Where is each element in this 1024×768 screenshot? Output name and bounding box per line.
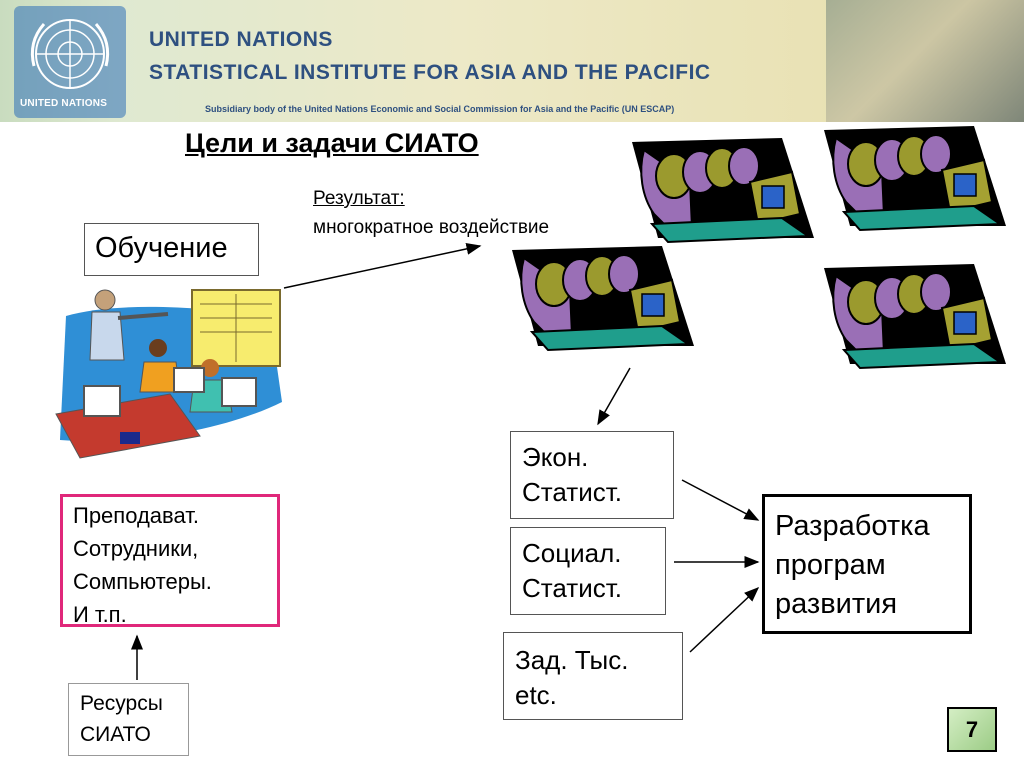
- arrow-result-to-econ: [597, 367, 631, 426]
- header-banner: UNITED NATIONS UNITED NATIONS STATISTICA…: [0, 0, 1024, 122]
- workgroup-clipart-4: [823, 263, 1007, 369]
- econ-line: Экон.: [522, 442, 589, 472]
- un-emblem-icon: [14, 6, 126, 118]
- arrow-training-to-result: [283, 242, 482, 289]
- slide-title: Цели и задачи СИАТО: [185, 128, 479, 158]
- classroom-clipart: [55, 289, 282, 459]
- arrow-econ-to-dev: [681, 479, 760, 521]
- arrow-other-to-dev: [689, 586, 760, 653]
- dev-line: развития: [775, 588, 898, 620]
- social-line: Социал.: [522, 538, 622, 568]
- resources-box: Преподават. Сотрудники, Сомпьютеры. И т.…: [60, 494, 280, 627]
- development-box: Разработка програм развития: [762, 494, 972, 634]
- resources-line: Сотрудники,: [73, 536, 199, 561]
- source-line: СИАТО: [80, 723, 151, 746]
- dev-line: Разработка: [775, 510, 930, 542]
- logo-caption: UNITED NATIONS: [20, 98, 108, 109]
- workgroup-clipart-3: [511, 245, 695, 351]
- resources-line: И т.п.: [73, 602, 127, 627]
- dev-line: програм: [775, 549, 886, 581]
- result-label: Результат: многократное воздействие: [313, 184, 549, 242]
- resources-line: Сомпьютеры.: [73, 569, 212, 594]
- resources-line: Преподават.: [73, 503, 199, 528]
- org-name-line1: UNITED NATIONS: [149, 28, 333, 51]
- other-line: Зад. Тыс.: [515, 645, 629, 675]
- workgroup-clipart-1: [631, 137, 815, 243]
- conference-photo: [826, 0, 1024, 122]
- source-line: Ресурсы: [80, 692, 163, 715]
- other-tasks-box: Зад. Тыс. etc.: [503, 632, 683, 720]
- econ-stat-box: Экон. Статист.: [510, 431, 674, 519]
- other-line: etc.: [515, 680, 557, 710]
- source-box: Ресурсы СИАТО: [68, 683, 189, 756]
- result-text: многократное воздействие: [313, 217, 550, 238]
- result-heading: Результат:: [313, 188, 405, 209]
- workgroup-clipart-2: [823, 125, 1007, 231]
- social-line: Статист.: [522, 573, 622, 603]
- social-stat-box: Социал. Статист.: [510, 527, 666, 615]
- page-number-badge: 7: [947, 707, 997, 752]
- econ-line: Статист.: [522, 477, 622, 507]
- org-subtitle: Subsidiary body of the United Nations Ec…: [205, 104, 675, 114]
- org-name-line2: STATISTICAL INSTITUTE FOR ASIA AND THE P…: [149, 61, 711, 84]
- training-box: Обучение: [84, 223, 259, 276]
